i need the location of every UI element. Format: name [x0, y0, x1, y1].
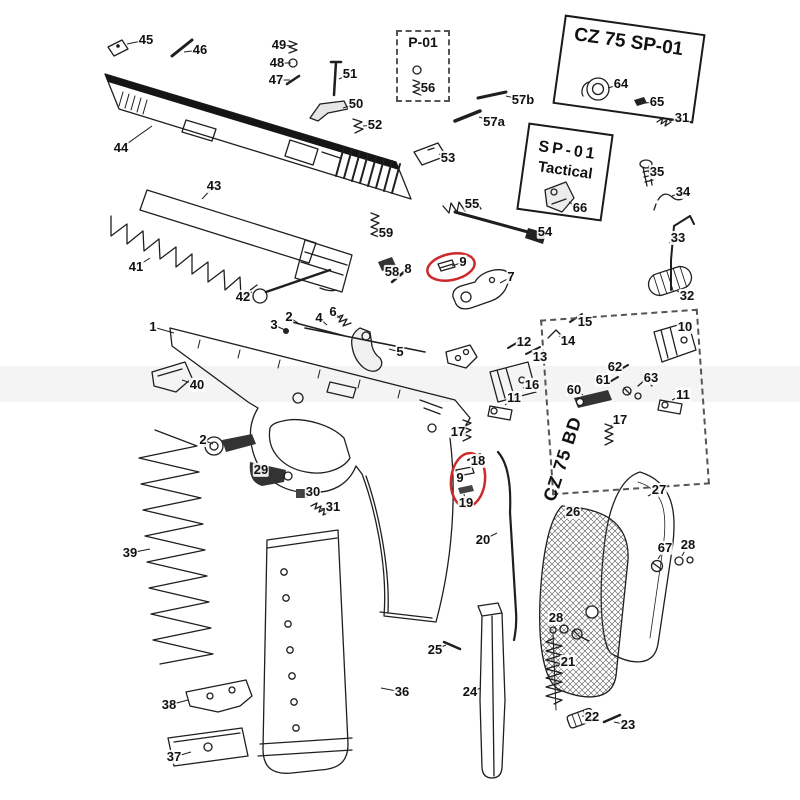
- leader-line: [320, 506, 334, 510]
- tactical-part-drawing: [544, 181, 575, 213]
- leader-line: [573, 389, 584, 396]
- leader-line: [563, 511, 574, 519]
- leader-line: [643, 377, 652, 384]
- sp01-parts-drawing: [581, 77, 672, 127]
- trigger-drawing: [283, 314, 478, 372]
- leader-line: [201, 185, 215, 200]
- leader-line: [478, 116, 495, 123]
- leader-line: [181, 379, 198, 386]
- leader-line: [273, 324, 286, 331]
- leader-line: [388, 348, 401, 353]
- leader-line: [338, 73, 351, 80]
- leader-line: [610, 419, 621, 427]
- leader-line: [120, 125, 153, 149]
- grip-screws-drawing: [559, 556, 694, 642]
- leader-line: [385, 266, 393, 273]
- leader-line: [202, 439, 214, 445]
- leader-line: [380, 687, 403, 693]
- leader-line: [531, 351, 541, 358]
- right-column-drawing: [639, 159, 695, 297]
- recoil-spring-drawing: [110, 215, 332, 304]
- highlight-circle: [426, 252, 476, 282]
- leader-line: [332, 311, 342, 320]
- leader-line: [515, 341, 525, 347]
- leader-line: [438, 153, 449, 159]
- leader-line: [434, 644, 447, 651]
- leader-line: [581, 715, 593, 718]
- leader-line: [260, 469, 272, 476]
- leader-line: [459, 472, 465, 479]
- group-label-p01: P-01: [408, 34, 438, 50]
- group-box-p01: P-01: [396, 30, 450, 102]
- barrel-drawing: [139, 189, 353, 293]
- leader-line: [559, 661, 569, 668]
- leader-line: [129, 548, 151, 554]
- leader-line: [555, 617, 565, 627]
- leader-line: [457, 428, 467, 433]
- slide-drawing: [104, 73, 412, 200]
- backstrap-part-drawing: [442, 602, 506, 779]
- leader-line: [568, 201, 581, 209]
- leader-line: [482, 532, 498, 541]
- leader-line: [378, 227, 387, 234]
- leader-line: [668, 237, 679, 244]
- leader-line: [469, 687, 482, 693]
- leader-line: [575, 317, 586, 323]
- leader-line: [614, 366, 622, 371]
- leader-line: [531, 231, 546, 237]
- leader-line: [647, 489, 660, 497]
- leader-line: [183, 49, 201, 53]
- leader-line: [152, 326, 175, 334]
- leader-line: [676, 326, 686, 333]
- leader-line: [242, 291, 253, 298]
- leader-line: [399, 268, 409, 276]
- leader-line: [504, 397, 515, 406]
- magazine-spring-drawing: [138, 429, 214, 665]
- leader-line: [463, 493, 467, 504]
- leader-line: [671, 191, 684, 197]
- p01-part-drawing: [412, 65, 422, 96]
- leader-line: [522, 384, 533, 389]
- frame-drawing: [169, 327, 471, 623]
- watermark-band: [0, 366, 800, 402]
- leader-line: [671, 394, 684, 401]
- leader-line: [278, 44, 294, 47]
- highlight-circle: [449, 451, 487, 509]
- leader-line: [657, 547, 666, 560]
- leader-line: [644, 101, 658, 104]
- leader-line: [463, 203, 473, 210]
- front-sight-drawing: [107, 38, 194, 58]
- leader-line: [681, 544, 689, 557]
- left-sear-cage-drawing: [455, 361, 537, 642]
- leader-line: [602, 379, 612, 383]
- leader-line: [470, 460, 479, 464]
- leader-line: [135, 257, 151, 268]
- leader-line: [302, 491, 314, 495]
- leader-line: [451, 261, 464, 267]
- leader-line: [499, 276, 512, 284]
- leader-line: [362, 124, 376, 127]
- magazine-drawing: [257, 529, 353, 774]
- rear-sight-drawing: [413, 90, 508, 166]
- leader-line: [613, 721, 629, 726]
- leader-line: [668, 117, 683, 122]
- leader-line: [318, 317, 328, 326]
- leader-line: [342, 103, 357, 109]
- leader-line: [676, 290, 688, 297]
- leader-line: [168, 699, 189, 706]
- leader-line: [173, 751, 192, 758]
- leader-line: [607, 83, 622, 89]
- leader-line: [288, 316, 299, 324]
- leader-line: [558, 335, 569, 342]
- leader-line: [126, 39, 147, 45]
- leader-line: [505, 95, 524, 101]
